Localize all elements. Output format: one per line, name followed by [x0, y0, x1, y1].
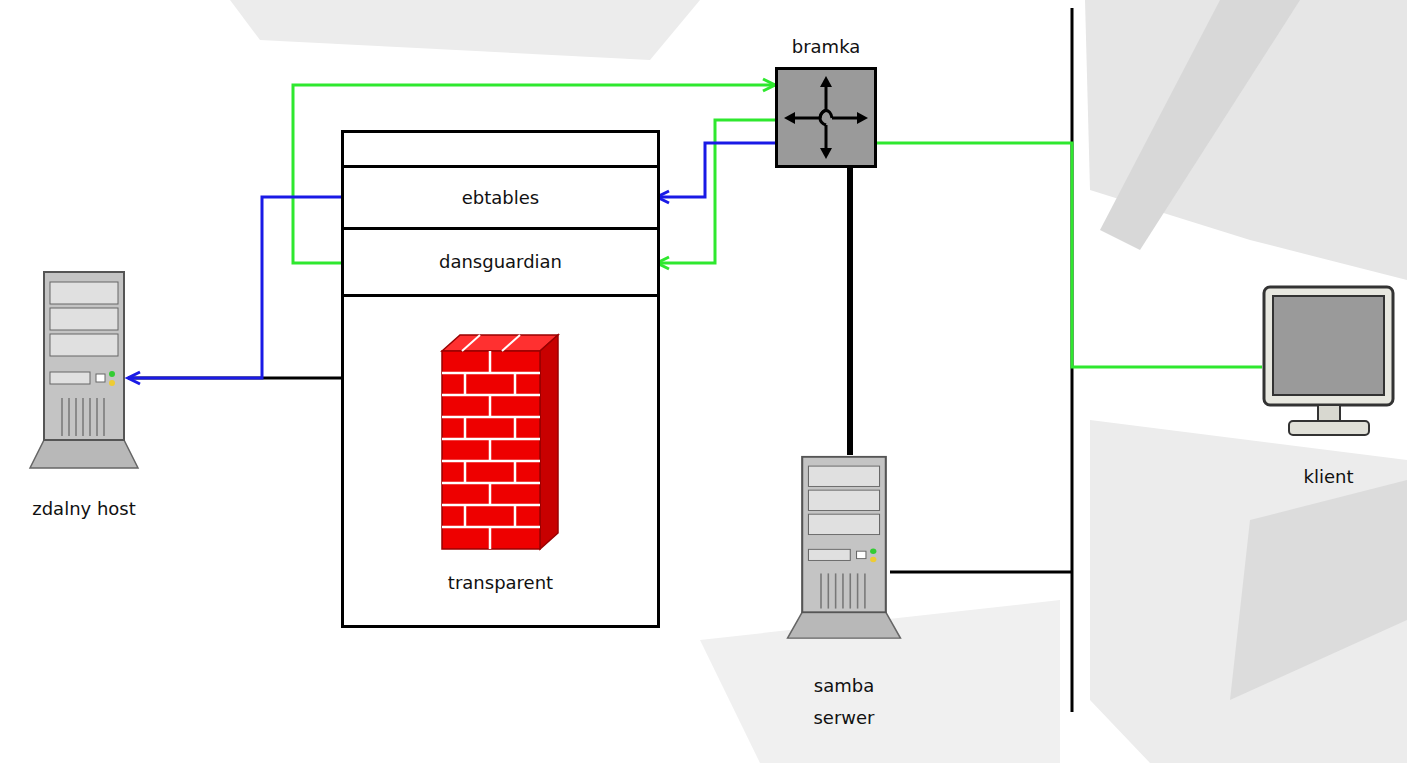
node-label: klient: [1304, 466, 1354, 488]
node-label: samba serwer: [794, 670, 894, 734]
node-label: zdalny host: [32, 498, 136, 520]
layer-label: dansguardian: [439, 251, 562, 273]
firewall-bricks: [440, 333, 560, 553]
watermark-shape: [700, 600, 1060, 763]
computer-tower: [798, 455, 890, 640]
watermark-shape: [230, 0, 700, 60]
flow-connector: [657, 143, 775, 197]
transparent-bridge-box: transparent ebtables dansguardian: [341, 130, 660, 628]
server-computer: zdalny host: [40, 270, 128, 470]
node-label: transparent: [344, 572, 657, 594]
monitor-symbol: [1262, 285, 1395, 440]
watermark-shape: [1090, 420, 1407, 763]
gateway-switch: bramka: [775, 67, 877, 168]
layer-label: ebtables: [462, 187, 539, 209]
filter-layer-band: ebtables: [344, 165, 657, 230]
client-computer: klient: [1262, 285, 1395, 440]
flow-connector: [657, 120, 775, 263]
watermark-shape: [1230, 480, 1407, 700]
server-computer: samba serwer: [798, 455, 890, 640]
node-label: bramka: [792, 36, 861, 58]
watermark-shape: [1100, 0, 1300, 250]
flow-connector: [128, 197, 344, 378]
watermark-shape: [1085, 0, 1407, 280]
flow-connector: [847, 168, 853, 455]
bus-link: [890, 571, 1072, 574]
filter-layer-band: dansguardian: [344, 230, 657, 297]
computer-tower: [40, 270, 128, 470]
switch-symbol: [778, 70, 874, 165]
flow-connector: [877, 143, 1262, 367]
